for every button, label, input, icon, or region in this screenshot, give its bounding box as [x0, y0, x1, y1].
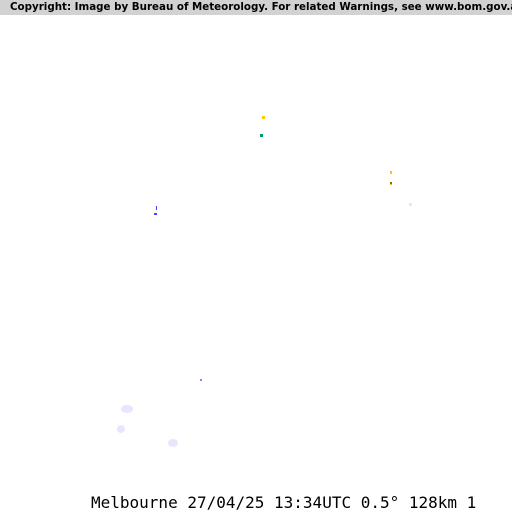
radar-echo-faint: [409, 203, 412, 206]
radar-echo-green: [260, 134, 263, 137]
radar-echo-blue: [154, 213, 157, 215]
radar-echo-blue: [156, 206, 157, 210]
radar-echo-faint: [168, 439, 178, 447]
radar-caption: Melbourne 27/04/25 13:34UTC 0.5° 128km 1: [91, 493, 477, 512]
radar-echo-blue: [200, 379, 202, 381]
radar-echo-yellow: [390, 184, 392, 185]
radar-echo-yellow: [390, 171, 392, 174]
radar-echo-faint: [121, 405, 133, 413]
radar-echo-yellow: [262, 116, 265, 119]
radar-echo-olive: [390, 182, 392, 184]
radar-echo-faint: [117, 425, 125, 433]
copyright-banner: Copyright: Image by Bureau of Meteorolog…: [0, 0, 512, 15]
